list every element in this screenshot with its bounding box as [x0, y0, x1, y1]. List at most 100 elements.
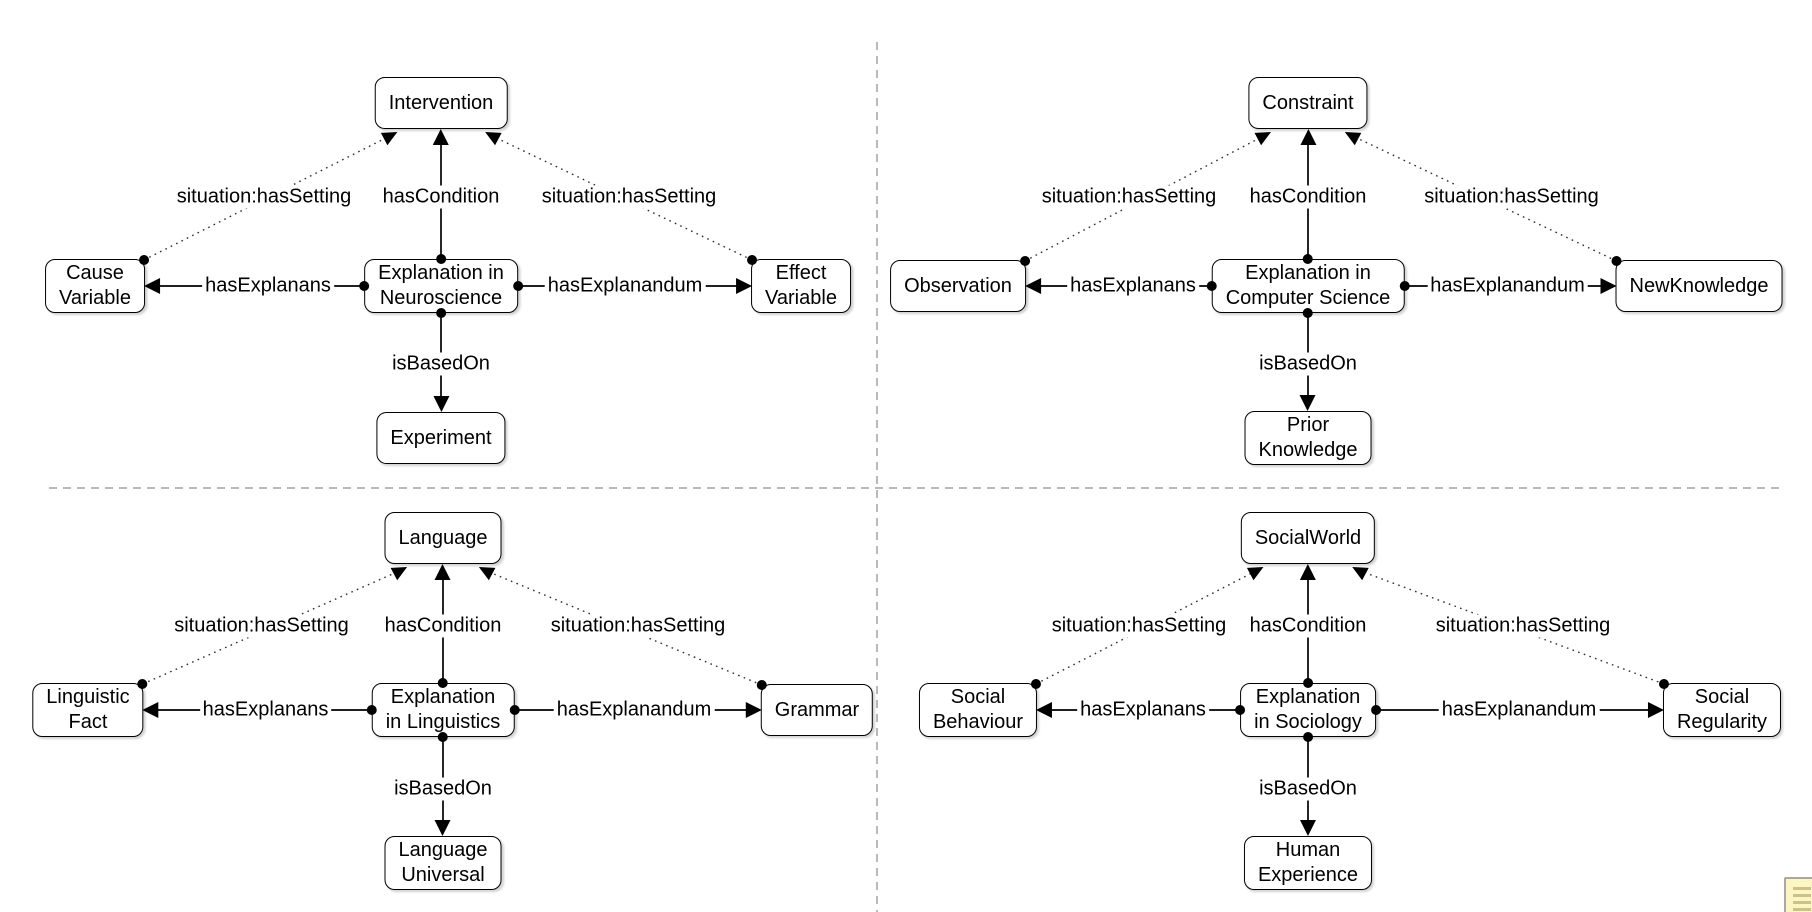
node-label: Language Universal	[398, 839, 488, 886]
arrowhead-icon	[1300, 395, 1316, 411]
note-line	[1793, 901, 1811, 904]
arrowhead-icon	[1300, 820, 1316, 836]
edge-label-has-explanans: hasExplanans	[202, 274, 334, 298]
edge-label-has-setting: situation:hasSetting	[1432, 614, 1614, 638]
connection-dot	[1303, 254, 1313, 264]
arrowhead-icon	[1647, 702, 1664, 718]
node-label: NewKnowledge	[1629, 274, 1769, 297]
edge-label-has-setting: situation:hasSetting	[547, 614, 729, 638]
node-label: Linguistic Fact	[46, 686, 130, 733]
node-label: Prior Knowledge	[1258, 414, 1358, 461]
connection-dot	[756, 680, 767, 690]
arrowhead-icon	[1300, 564, 1316, 580]
edge-label-has-setting: situation:hasSetting	[1038, 185, 1220, 208]
node-constraint[interactable]: Constraint	[1248, 77, 1368, 146]
node-label: Social Behaviour	[932, 686, 1024, 733]
connection-dot	[1019, 256, 1030, 266]
node-label: Explanation in Computer Science	[1225, 262, 1391, 309]
node-label: Cause Variable	[59, 262, 131, 309]
arrowhead-icon	[143, 278, 160, 294]
node-explanation-in-neuroscience[interactable]: Explanation in Neuroscience	[359, 254, 523, 318]
edge-label-has-setting: situation:hasSetting	[173, 185, 355, 208]
connection-dot	[1031, 679, 1042, 689]
note-line	[1793, 894, 1811, 897]
node-explanation-in-linguistics[interactable]: Explanation in Linguistics	[366, 678, 520, 742]
node-social-behaviour[interactable]: Social Behaviour	[918, 679, 1053, 737]
node-label: Observation	[904, 274, 1012, 297]
connection-dot	[1611, 256, 1622, 266]
edge-label-has-explanans: hasExplanans	[1077, 698, 1209, 722]
edge-label-is-based-on: isBasedOn	[1256, 777, 1360, 800]
node-label: Language	[398, 526, 488, 549]
edge-line	[142, 569, 401, 685]
edge-label-has-explanans: hasExplanans	[1067, 274, 1199, 298]
node-label: Grammar	[774, 698, 860, 721]
connection-dot	[437, 732, 448, 742]
node-explanation-in-sociology[interactable]: Explanation in Sociology	[1235, 678, 1381, 742]
edge-label-has-condition: hasCondition	[379, 185, 503, 208]
edge-label-has-explanandum: hasExplanandum	[1438, 698, 1600, 722]
arrowhead-icon	[736, 278, 753, 294]
edge-label-has-condition: hasCondition	[1246, 185, 1370, 208]
node-grammar[interactable]: Grammar	[745, 680, 874, 736]
node-explanation-in-computer-science[interactable]: Explanation in Computer Science	[1206, 254, 1410, 318]
arrowhead-icon	[433, 396, 449, 412]
connection-dot	[1399, 281, 1410, 291]
node-cause-variable[interactable]: Cause Variable	[45, 255, 160, 313]
node-observation[interactable]: Observation	[890, 256, 1041, 312]
node-prior-knowledge[interactable]: Prior Knowledge	[1244, 395, 1372, 465]
node-new-knowledge[interactable]: NewKnowledge	[1600, 256, 1783, 312]
note-line	[1793, 887, 1811, 890]
connection-dot	[436, 254, 446, 264]
edge-label-has-explanandum: hasExplanandum	[544, 274, 706, 298]
edge-label-has-explanandum: hasExplanandum	[553, 698, 715, 722]
connection-dot	[509, 705, 520, 715]
connection-dot	[437, 678, 448, 688]
node-effect-variable[interactable]: Effect Variable	[736, 255, 851, 313]
connection-dot	[359, 281, 370, 291]
node-experiment[interactable]: Experiment	[376, 396, 506, 464]
connection-dot	[512, 281, 523, 291]
arrowhead-icon	[1024, 278, 1041, 294]
node-social-regularity[interactable]: Social Regularity	[1647, 679, 1782, 737]
arrowhead-icon	[745, 702, 762, 718]
edge-label-is-based-on: isBasedOn	[1256, 352, 1360, 376]
node-label: Explanation in Sociology	[1254, 686, 1362, 733]
connection-dot	[1303, 308, 1313, 318]
node-language-universal[interactable]: Language Universal	[384, 820, 502, 890]
node-label: Effect Variable	[765, 262, 837, 309]
sticky-note-icon[interactable]	[1784, 877, 1812, 912]
edge-label-has-setting: situation:hasSetting	[1421, 185, 1602, 208]
node-linguistic-fact[interactable]: Linguistic Fact	[32, 679, 159, 737]
edge-line	[1351, 134, 1617, 262]
arrowhead-icon	[1036, 702, 1053, 718]
connection-dot	[747, 255, 758, 265]
note-line	[1793, 908, 1811, 911]
node-label: Experiment	[390, 426, 492, 449]
arrowhead-icon	[434, 564, 451, 580]
edge-label-has-condition: hasCondition	[381, 614, 505, 638]
connection-dot	[366, 705, 377, 715]
edge-label-has-setting: situation:hasSetting	[538, 185, 720, 208]
edge-label-has-condition: hasCondition	[1246, 614, 1370, 638]
edge-label-is-based-on: isBasedOn	[391, 777, 495, 800]
connection-dot	[1303, 678, 1313, 688]
node-intervention[interactable]: Intervention	[374, 77, 508, 146]
node-social-world[interactable]: SocialWorld	[1240, 512, 1376, 581]
arrowhead-icon	[432, 129, 449, 145]
edge-label-has-setting: situation:hasSetting	[1048, 614, 1230, 638]
edge-label-has-explanans: hasExplanans	[199, 698, 332, 722]
connection-dot	[1235, 705, 1246, 715]
node-label: Human Experience	[1257, 839, 1359, 886]
arrowhead-icon	[142, 702, 159, 718]
edge-label-is-based-on: isBasedOn	[389, 352, 493, 376]
connection-dot	[1206, 281, 1217, 291]
node-human-experience[interactable]: Human Experience	[1243, 820, 1373, 890]
connection-dot	[138, 255, 149, 265]
node-language[interactable]: Language	[384, 512, 502, 581]
